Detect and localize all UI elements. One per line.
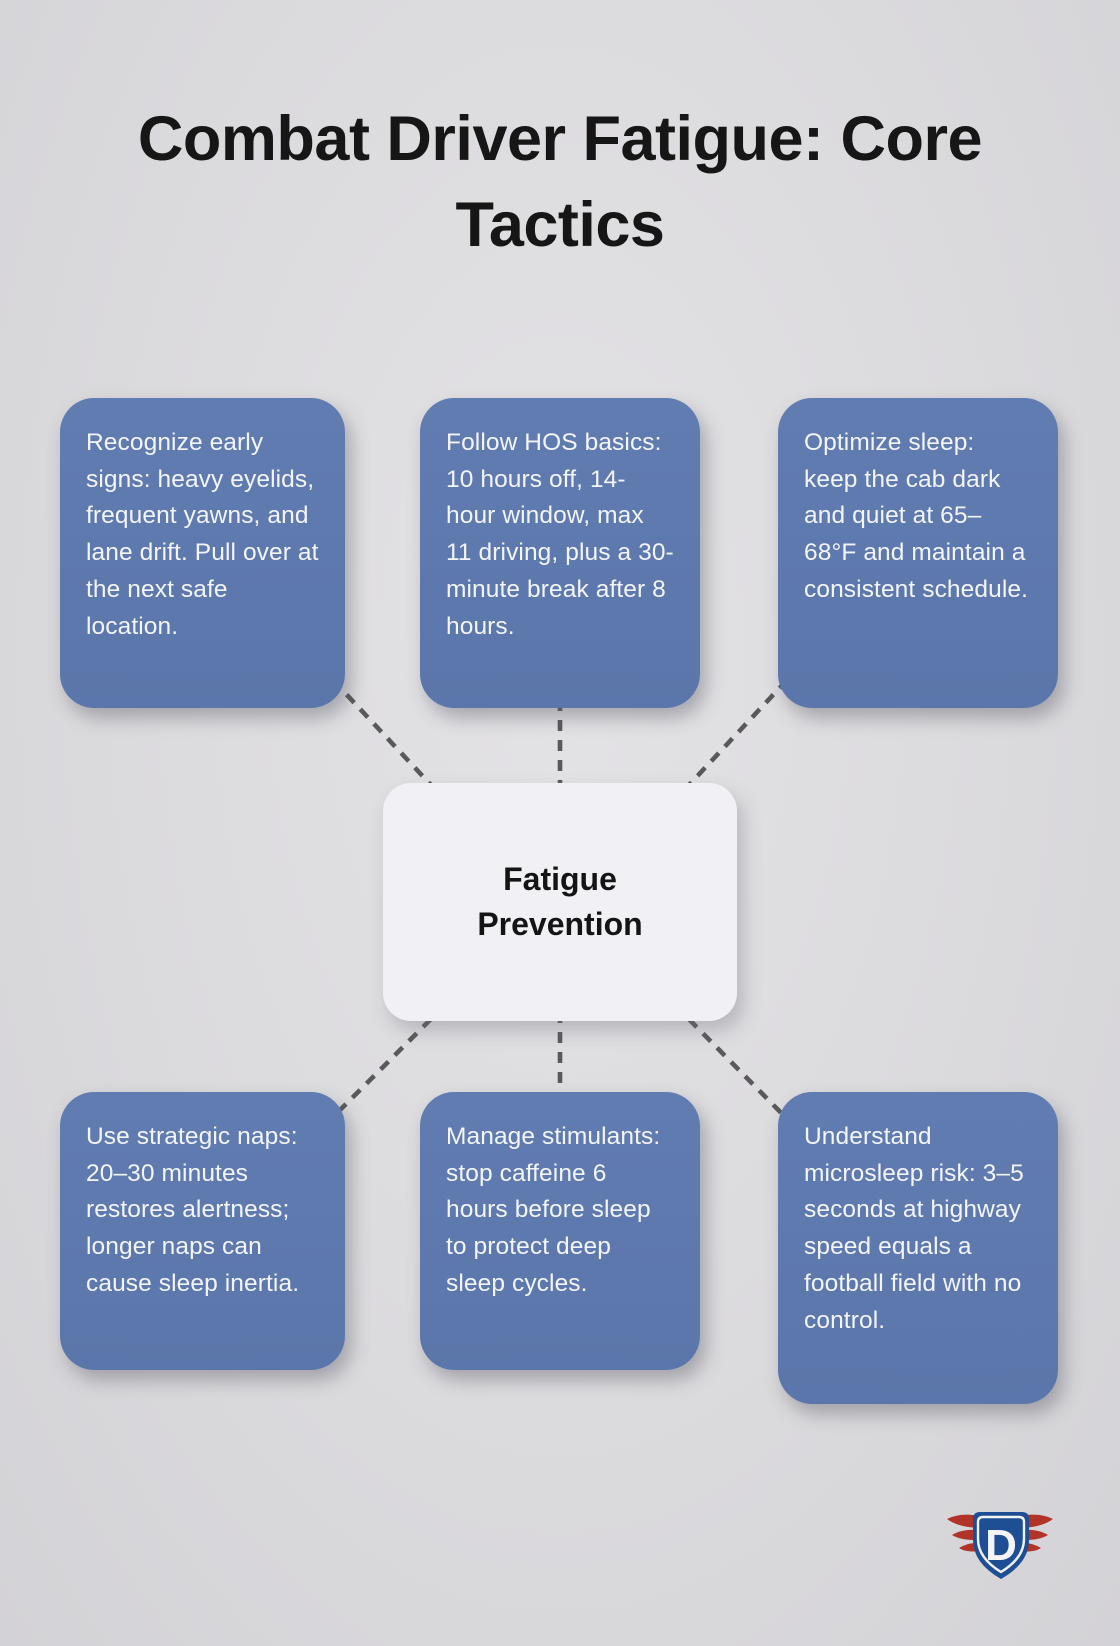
logo-letter: D: [985, 1521, 1017, 1570]
connector-top-right: [673, 678, 789, 802]
logo-shield-icon: D: [973, 1512, 1029, 1579]
center-node-line-2: Prevention: [477, 906, 643, 942]
connector-bottom-right: [673, 1003, 797, 1129]
card-early-signs: Recognize early signs: heavy eyelids, fr…: [60, 398, 345, 708]
card-hos-basics: Follow HOS basics: 10 hours off, 14-hour…: [420, 398, 700, 708]
card-manage-stimulants: Manage stimulants: stop caffeine 6 hours…: [420, 1092, 700, 1370]
card-optimize-sleep: Optimize sleep: keep the cab dark and qu…: [778, 398, 1058, 708]
page-title-line-1: Combat Driver Fatigue: Core: [137, 104, 983, 174]
card-microsleep-risk: Understand microsleep risk: 3–5 seconds …: [778, 1092, 1058, 1404]
center-node-line-1: Fatigue: [503, 861, 617, 897]
page-title-line-2: Tactics: [455, 190, 665, 260]
brand-logo: D: [947, 1512, 1053, 1579]
connector-top-left: [331, 678, 447, 802]
connector-bottom-left: [326, 1003, 447, 1124]
center-node-fatigue-prevention: Fatigue Prevention: [383, 783, 737, 1021]
card-strategic-naps: Use strategic naps: 20–30 minutes restor…: [60, 1092, 345, 1370]
page-title: Combat Driver Fatigue: Core Tactics: [0, 96, 1120, 268]
